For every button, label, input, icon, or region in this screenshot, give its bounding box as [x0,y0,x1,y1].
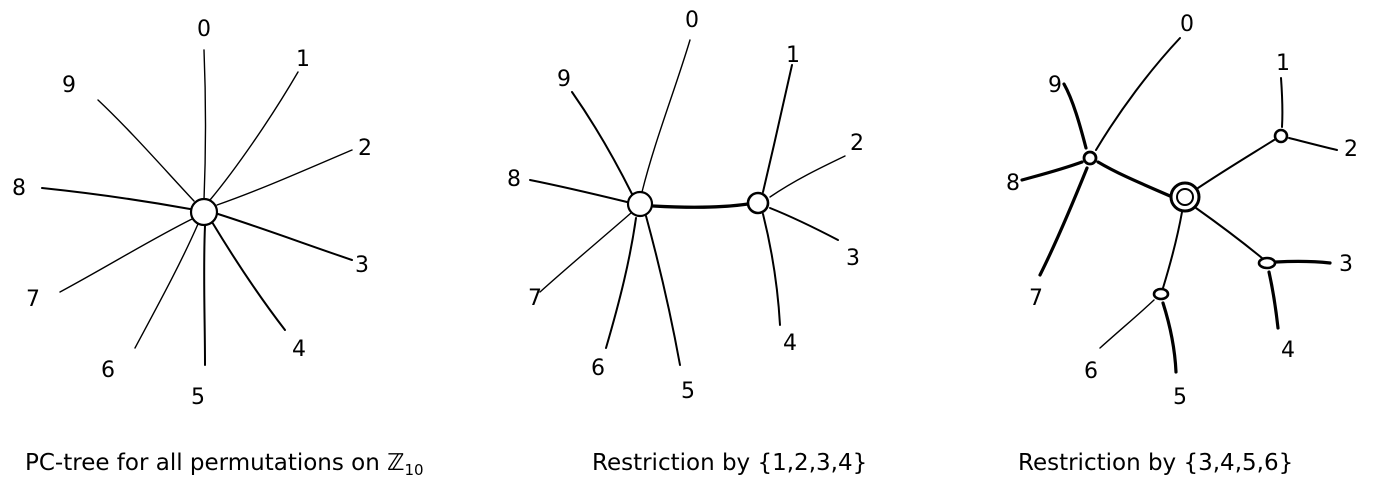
edge-p3-3 [1274,259,1332,265]
edge-p1-7 [59,218,193,293]
edge-p3-2 [1288,137,1338,151]
leaf-label-p2-9: 9 [557,67,571,92]
leaf-label-p1-0: 0 [197,17,211,42]
edge-p2-0 [641,39,691,193]
edge-p3-internal-upper-right [1197,139,1275,189]
leaf-label-p3-4: 4 [1281,338,1295,363]
leaf-label-p3-7: 7 [1029,286,1043,311]
leaf-label-p3-1: 1 [1276,51,1290,76]
leaf-label-p1-9: 9 [62,73,76,98]
panel-1-star-tree: 0 1 2 3 4 5 6 7 8 9 PC-tree for all perm… [12,17,424,479]
edge-p2-3 [769,207,839,241]
edge-p3-internal-left [1096,160,1172,198]
edge-p1-1 [209,71,299,201]
leaf-label-p2-7: 7 [528,286,542,311]
edge-p2-8 [529,179,628,203]
edge-p3-5 [1161,301,1178,374]
panel-3-lower-left-node [1152,287,1170,301]
panel-2-caption: Restriction by {1,2,3,4} [592,450,867,476]
edge-p3-1 [1280,77,1284,128]
panel-1-caption-prefix: PC-tree for all permutations on [25,450,387,476]
leaf-label-p3-9: 9 [1048,73,1062,98]
leaf-label-p2-8: 8 [507,167,521,192]
edge-p3-4 [1267,270,1280,330]
leaf-label-p2-1: 1 [786,43,800,68]
leaf-label-p2-5: 5 [681,379,695,404]
edge-p3-0 [1095,37,1181,151]
edge-p1-0 [203,49,207,201]
panel-3-left-node [1082,150,1098,166]
leaf-label-p3-2: 2 [1344,137,1358,162]
leaf-label-p1-3: 3 [355,253,369,278]
edge-p2-6 [605,217,637,349]
panel-2-left-node [626,190,654,218]
panel-3-lower-right-node [1257,256,1277,270]
leaf-label-p1-8: 8 [12,176,26,201]
edge-p2-4 [762,213,781,326]
leaf-label-p3-3: 3 [1339,252,1353,277]
panel-1-center-node [189,197,219,227]
panel-3-multi-node-tree: 0 1 2 3 4 5 6 7 8 9 Restriction by {3,4,… [1006,12,1358,476]
panel-2-right-node [746,191,770,215]
leaf-label-p1-6: 6 [101,358,115,383]
panel-3-center-node-inner [1176,188,1194,206]
panel-3-caption: Restriction by {3,4,5,6} [1018,450,1293,476]
edge-p1-5 [203,225,206,366]
edge-p3-7 [1038,166,1089,277]
panel-1-caption-subscript: 10 [405,461,424,479]
leaf-label-p1-5: 5 [191,385,205,410]
leaf-label-p3-6: 6 [1084,359,1098,384]
edge-p2-internal [651,202,750,209]
leaf-label-p1-4: 4 [292,337,306,362]
leaf-label-p3-0: 0 [1180,12,1194,37]
edge-p1-6 [134,223,199,349]
panel-2-two-node-tree: 0 1 2 3 4 5 6 7 8 9 Restriction by {1,2,… [507,8,867,476]
edge-p1-2 [216,149,353,206]
panel-1-caption-symbol: ℤ [387,450,404,476]
edge-p2-2 [769,155,846,198]
edge-p2-7 [539,212,632,293]
edge-p3-internal-lower-right [1195,207,1263,259]
leaf-label-p2-2: 2 [850,131,864,156]
edge-p3-8 [1020,160,1084,182]
edge-p2-1 [762,64,793,193]
panel-1-caption: PC-tree for all permutations on ℤ10 [25,450,424,479]
edge-p1-8 [41,187,191,210]
leaf-label-p2-3: 3 [846,246,860,271]
leaf-label-p2-6: 6 [591,356,605,381]
edge-p3-internal-lower-left [1162,211,1183,289]
leaf-label-p2-0: 0 [685,8,699,33]
edge-p1-3 [217,213,353,261]
leaf-label-p1-7: 7 [26,287,40,312]
edge-p3-9 [1062,82,1088,150]
edge-p2-9 [571,91,633,195]
leaf-label-p1-2: 2 [358,136,372,161]
leaf-label-p3-8: 8 [1006,171,1020,196]
leaf-label-p1-1: 1 [296,47,310,72]
edge-p1-4 [211,221,286,331]
leaf-label-p2-4: 4 [783,331,797,356]
leaf-label-p3-5: 5 [1173,385,1187,410]
edge-p1-9 [97,99,195,202]
edge-p3-6 [1099,299,1155,349]
edge-p2-5 [645,215,681,366]
panel-3-upper-right-node [1273,128,1289,144]
